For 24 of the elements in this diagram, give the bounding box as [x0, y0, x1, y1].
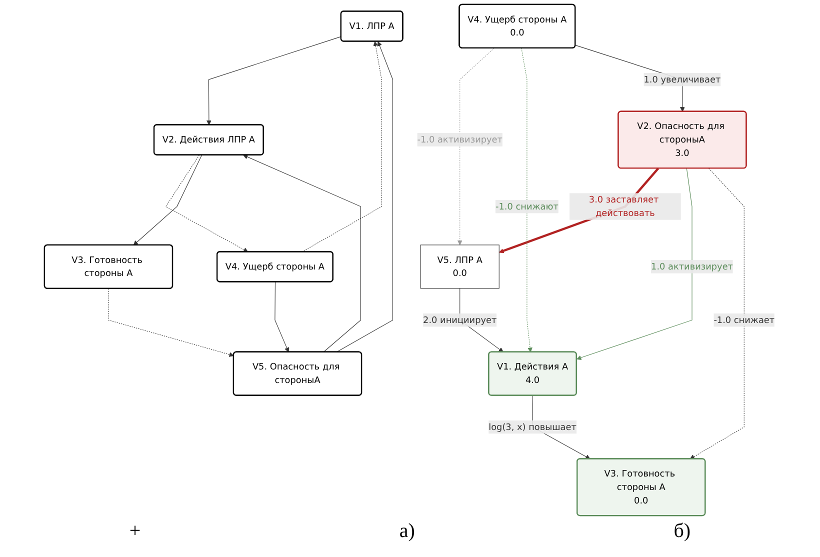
arrow: [166, 154, 249, 252]
edge-label: -1.0 снижает: [714, 314, 776, 326]
arrow: [522, 48, 533, 352]
edge-label: log(3, x) повышает: [489, 421, 577, 432]
panel-label: а): [399, 520, 415, 543]
arrow: [275, 282, 290, 352]
edge-label: 2.0 инициирует: [424, 314, 498, 326]
arrow: [576, 168, 693, 360]
edge-label: -1.0 активизирует: [418, 134, 503, 145]
edge-label: 1.0 увеличивает: [644, 74, 722, 85]
edge-label: 3.0 заставляет действовать: [589, 194, 660, 218]
panel-label: +: [129, 520, 141, 543]
edge-label: -1.0 снижают: [496, 200, 559, 212]
arrow: [206, 36, 342, 126]
arrow: [134, 154, 203, 246]
arrow: [243, 154, 362, 352]
panel-label: б): [674, 520, 691, 543]
arrow: [302, 41, 382, 252]
arrow: [336, 41, 394, 352]
arrow: [458, 48, 495, 246]
edge-label: 1.0 активизирует: [652, 261, 734, 272]
node-box: V5. ЛПР А 0.0: [420, 244, 500, 289]
arrow: [690, 168, 745, 460]
arrow: [108, 288, 234, 357]
